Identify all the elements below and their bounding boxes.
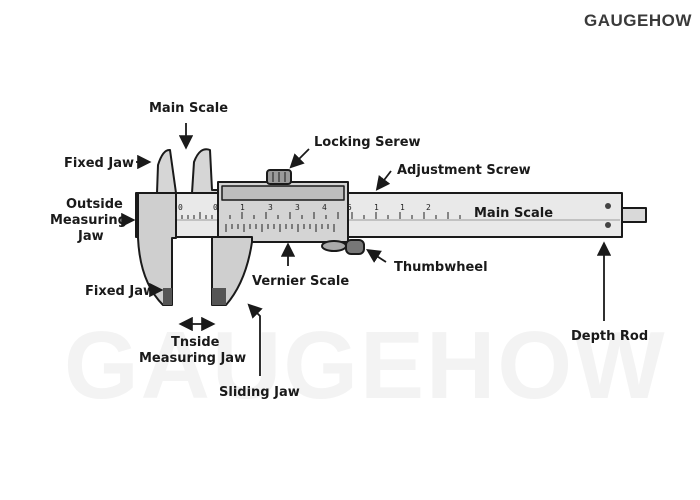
label-depth-rod: Depth Rod [571,329,648,344]
scale-number: 2 [426,203,431,212]
scale-number: 1 [374,203,379,212]
label-outside-jaw-3: Jaw [77,229,104,244]
brand-logo: GAUGEHOW [584,11,692,30]
scale-number: 3 [295,203,300,212]
label-outside-jaw-2: Measuring [50,213,127,228]
beam-main-scale-label: Main Scale [474,206,553,221]
main-scale-numbers: 0 0 1 3 3 4 5 1 1 2 [178,203,431,212]
scale-number: 5 [347,203,352,212]
sliding-inside-jaw-upper [191,148,219,194]
thumbwheel-knob [345,239,365,255]
label-vernier-scale: Vernier Scale [252,274,349,289]
label-adjustment-screw: Adjustment Screw [397,163,531,178]
scale-number: 3 [268,203,273,212]
part-labels: Main Scale Fixed Jaw Locking Serew Adjus… [50,101,648,400]
label-locking-screw: Locking Serew [314,135,421,150]
label-fixed-jaw-bottom: Fixed Jaw [85,284,155,299]
label-inside-jaw-2: Measuring Jaw [139,351,246,366]
vernier-caliper [135,148,647,306]
label-main-scale-top: Main Scale [149,101,228,116]
label-outside-jaw-1: Outside [66,197,123,212]
label-thumbwheel: Thumbwheel [394,260,488,275]
callout-arrows [121,123,612,376]
watermark-text: GAUGEHOW [64,312,667,419]
label-inside-jaw-1: Tnside [171,335,220,350]
label-fixed-jaw-top: Fixed Jaw [64,156,134,171]
scale-number: 4 [322,203,327,212]
scale-number: 1 [240,203,245,212]
fixed-inside-jaw-upper [156,148,177,194]
vernier-scale-ticks [225,224,335,232]
label-sliding-jaw: Sliding Jaw [219,385,300,400]
scale-number: 0 [213,203,218,212]
scale-number: 1 [400,203,405,212]
main-scale-ticks [175,212,461,219]
scale-number: 0 [178,203,183,212]
depth-rod [619,207,647,223]
